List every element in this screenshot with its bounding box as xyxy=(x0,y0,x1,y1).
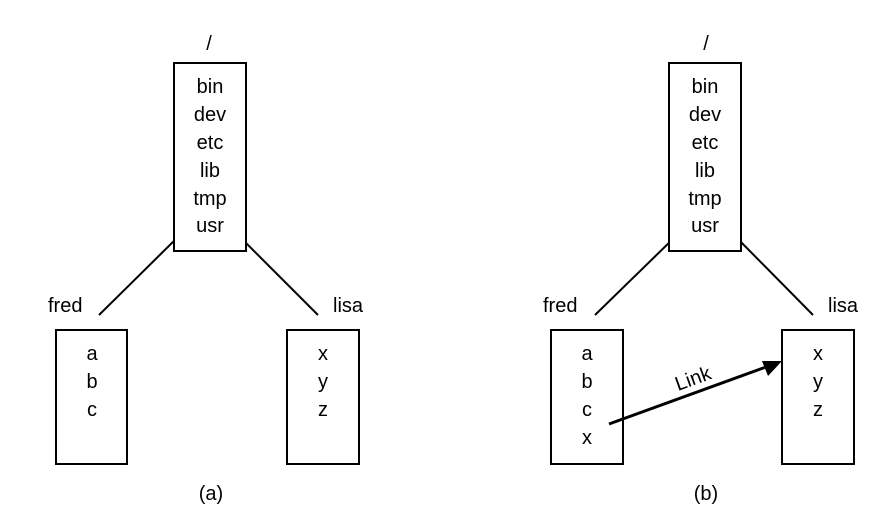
lisa-label: lisa xyxy=(828,295,859,317)
fred-directory-box xyxy=(55,329,128,465)
root-directory-box xyxy=(173,62,247,252)
fred-directory-box xyxy=(550,329,624,465)
root-entry: etc xyxy=(197,132,224,154)
fred-label: fred xyxy=(543,295,577,317)
root-entry: lib xyxy=(695,160,715,182)
lisa-entry: z xyxy=(813,399,823,421)
root-entry: lib xyxy=(200,160,220,182)
root-entry: dev xyxy=(194,104,226,126)
fred-entry: x xyxy=(582,427,592,449)
fred-label: fred xyxy=(48,295,82,317)
lisa-entry: y xyxy=(318,371,328,393)
lisa-label: lisa xyxy=(333,295,364,317)
root-entry: etc xyxy=(692,132,719,154)
root-entry: usr xyxy=(691,215,719,237)
fred-entry: b xyxy=(86,371,97,393)
lisa-entry: x xyxy=(318,343,328,365)
fred-entry: b xyxy=(581,371,592,393)
fred-entry: c xyxy=(87,399,97,421)
fred-entry: a xyxy=(581,343,593,365)
root-label: / xyxy=(703,33,709,55)
edge-usr-to-fred xyxy=(98,234,181,316)
panel-b: / bin dev etc lib tmp usr fred a b c x l… xyxy=(543,33,859,505)
link-label: Link xyxy=(672,362,715,396)
lisa-entry: x xyxy=(813,343,823,365)
root-directory-box xyxy=(668,62,742,252)
panel-caption: (b) xyxy=(694,483,718,505)
root-entry: tmp xyxy=(688,188,721,210)
panel-caption: (a) xyxy=(199,483,223,505)
link-arrowhead xyxy=(762,361,782,376)
fred-entry: c xyxy=(582,399,592,421)
root-entry: tmp xyxy=(193,188,226,210)
root-label: / xyxy=(206,33,212,55)
edge-usr-to-lisa xyxy=(237,234,319,316)
link-arrow-line xyxy=(608,365,767,426)
lisa-entry: y xyxy=(813,371,823,393)
lisa-entry: z xyxy=(318,399,328,421)
panel-a: / bin dev etc lib tmp usr fred a b c lis… xyxy=(48,33,364,505)
root-entry: bin xyxy=(197,76,224,98)
root-entry: usr xyxy=(196,215,224,237)
lisa-directory-box xyxy=(286,329,360,465)
lisa-directory-box xyxy=(781,329,855,465)
edge-usr-to-lisa xyxy=(733,234,814,316)
root-entry: dev xyxy=(689,104,721,126)
fred-entry: a xyxy=(86,343,98,365)
edge-usr-to-fred xyxy=(594,234,678,316)
root-entry: bin xyxy=(692,76,719,98)
